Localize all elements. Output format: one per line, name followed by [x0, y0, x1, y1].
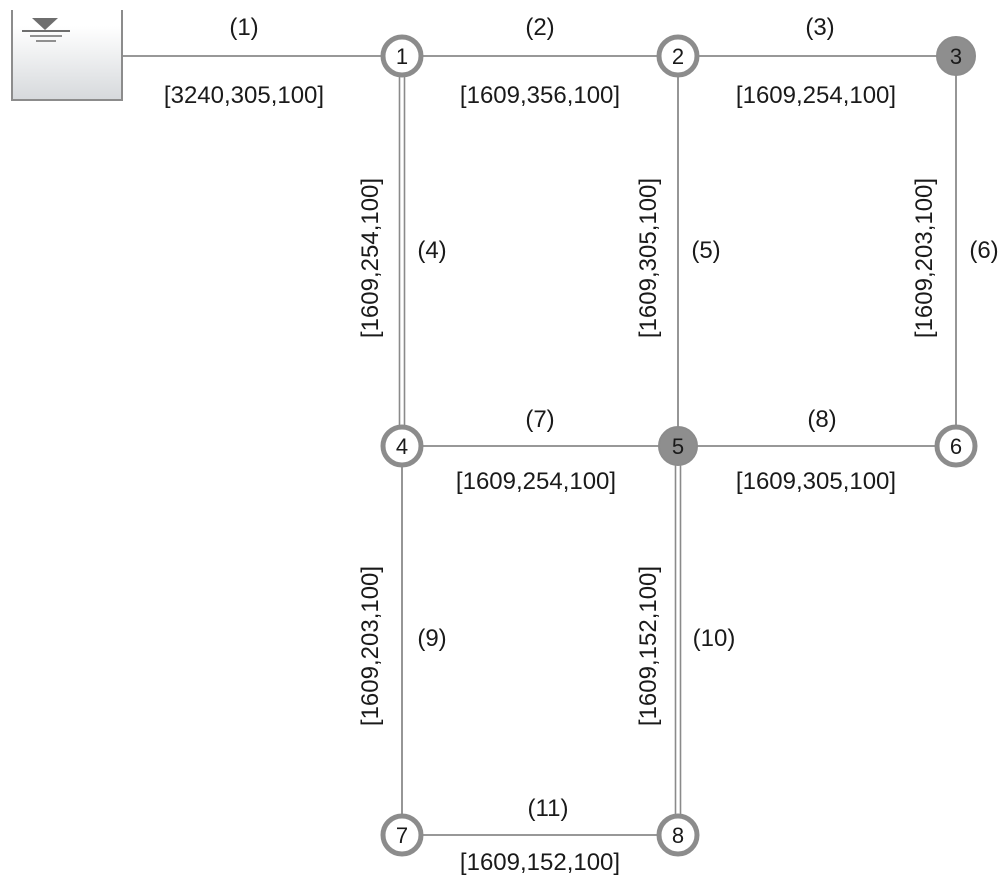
node-6: 6 — [934, 424, 978, 468]
node-3: 3 — [936, 36, 976, 76]
pipe-6-label: (6) — [969, 237, 998, 264]
node-4-label: 4 — [396, 434, 408, 459]
pipe-2-properties: [1609,356,100] — [460, 82, 620, 109]
node-5-label: 5 — [672, 434, 684, 459]
node-1-circle — [380, 34, 424, 78]
pipe-9-properties: [1609,203,100] — [357, 566, 384, 726]
pipe-3-properties: [1609,254,100] — [736, 82, 896, 109]
node-8-circle — [656, 813, 700, 857]
pipe-7-label: (7) — [525, 406, 554, 433]
pipe-1-label: (1) — [229, 14, 258, 41]
pipe-10-properties: [1609,152,100] — [635, 566, 662, 726]
node-5: 5 — [658, 426, 698, 466]
node-1: 1 — [380, 34, 424, 78]
pipe-8-label: (8) — [807, 406, 836, 433]
pipe-1-properties: [3240,305,100] — [164, 82, 324, 109]
node-3-label: 3 — [950, 44, 962, 69]
pipe-5-properties: [1609,305,100] — [635, 178, 662, 338]
pipe-11-properties: [1609,152,100] — [460, 849, 620, 876]
pipe-11-label: (11) — [528, 795, 569, 822]
pipe-4-label: (4) — [417, 237, 446, 264]
node-7-label: 7 — [396, 823, 408, 848]
pipe-10-label: (10) — [693, 625, 736, 652]
node-8: 8 — [656, 813, 700, 857]
reservoir — [11, 10, 123, 101]
node-2: 2 — [656, 34, 700, 78]
pipe-2-label: (2) — [525, 14, 554, 41]
pipe-8-properties: [1609,305,100] — [736, 468, 896, 495]
pipe-7-properties: [1609,254,100] — [456, 468, 616, 495]
pipe-6-properties: [1609,203,100] — [911, 178, 938, 338]
node-7: 7 — [380, 813, 424, 857]
node-5-circle — [658, 426, 698, 466]
node-4-circle — [380, 424, 424, 468]
pipe-3-label: (3) — [805, 14, 834, 41]
node-6-label: 6 — [950, 434, 962, 459]
node-1-label: 1 — [396, 44, 408, 69]
node-2-circle — [656, 34, 700, 78]
pipe-9-label: (9) — [417, 625, 446, 652]
nodes-layer: 1 2 3 4 5 6 7 8 — [380, 34, 978, 857]
node-6-circle — [934, 424, 978, 468]
pipe-4-properties: [1609,254,100] — [357, 178, 384, 338]
node-8-label: 8 — [672, 823, 684, 848]
labels-layer: (1) [3240,305,100] (2) [1609,356,100] (3) [16… — [164, 14, 999, 876]
node-4: 4 — [380, 424, 424, 468]
water-level-icon — [32, 18, 58, 30]
node-3-circle — [936, 36, 976, 76]
node-2-label: 2 — [672, 44, 684, 69]
pipe-5-label: (5) — [691, 237, 720, 264]
pipes-layer — [122, 55, 957, 836]
node-7-circle — [380, 813, 424, 857]
